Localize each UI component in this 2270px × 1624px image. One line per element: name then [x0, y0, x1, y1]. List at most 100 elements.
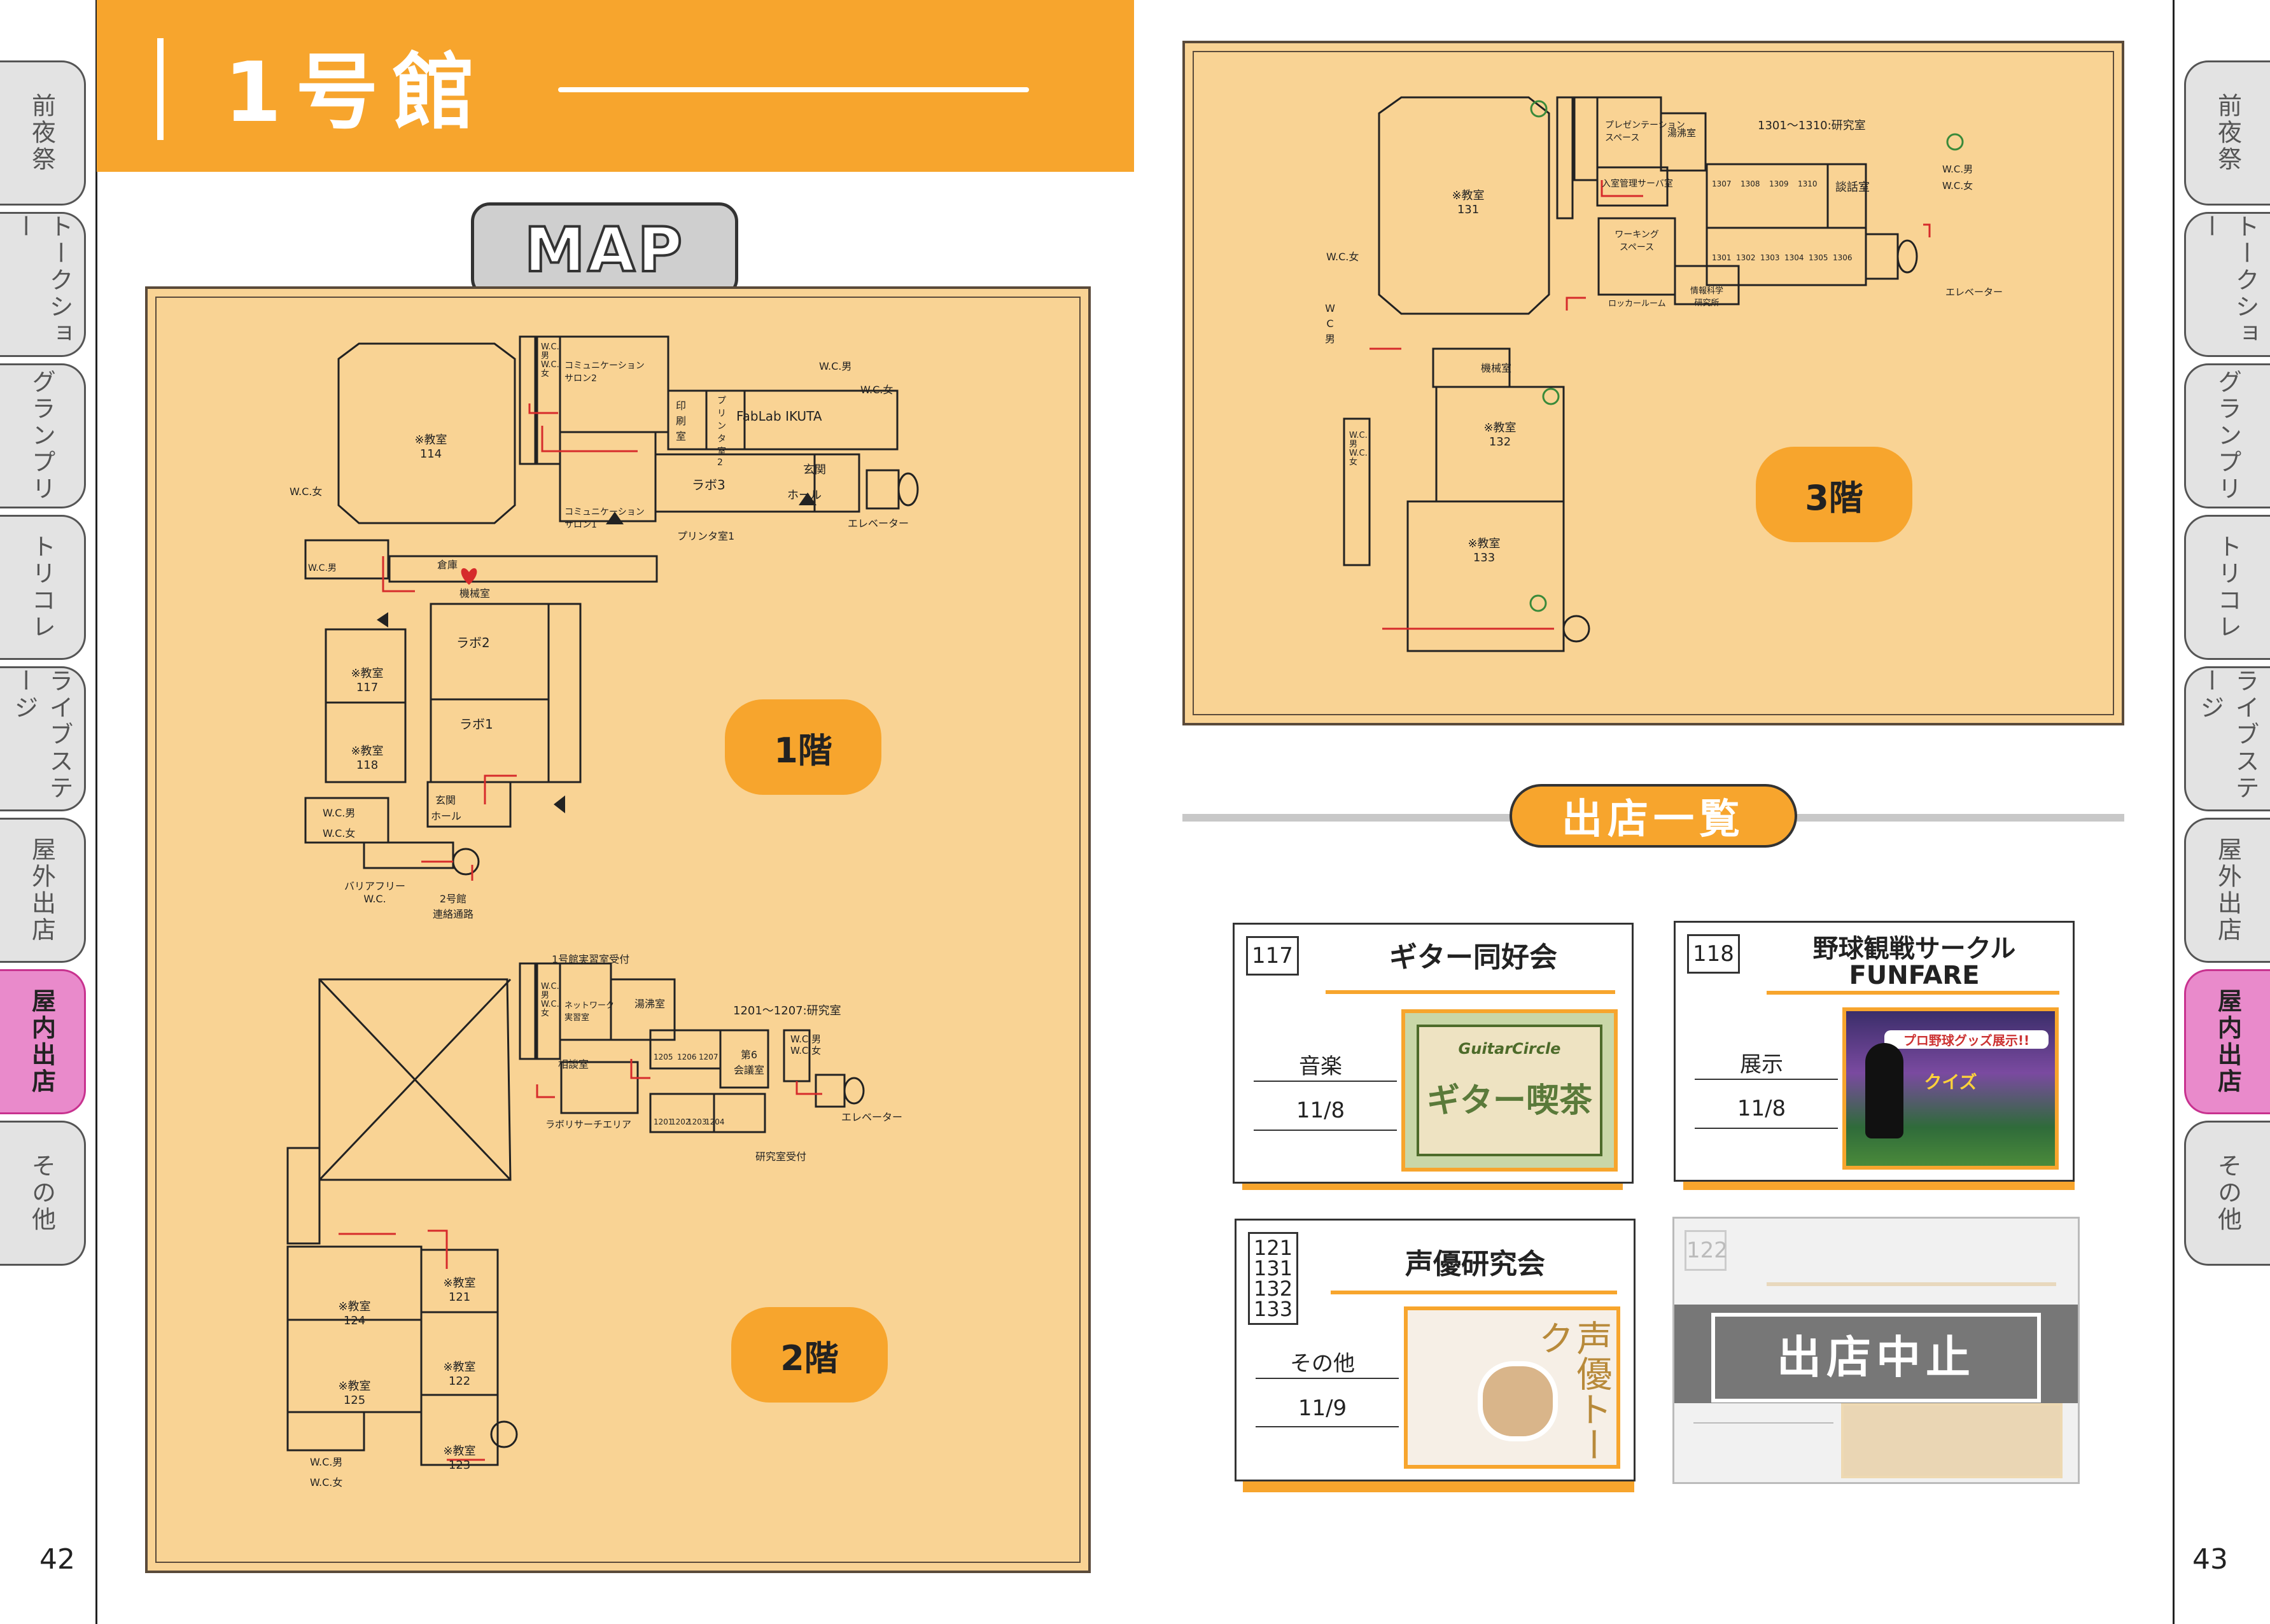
shop-card-guitar[interactable]: 117 ギター同好会 音楽 11/8 GuitarCircle ギター喫茶 [1233, 923, 1634, 1184]
corridor-1 [388, 555, 658, 583]
room-1303-label: 1303 [1760, 253, 1780, 262]
header-rule [558, 87, 1029, 92]
tab-talkshow[interactable]: トークショー [0, 212, 86, 357]
arrow-1 [541, 426, 638, 452]
stair-round-1 [897, 472, 919, 507]
cancel-frame [1711, 1313, 2041, 1403]
tab-label: トリコレ [27, 534, 56, 641]
shop-category: 展示 [1740, 1052, 1783, 1077]
tab-livestage[interactable]: ライブステージ [0, 666, 86, 811]
thumb-title: ギター喫茶 [1426, 1082, 1592, 1120]
lounge-label: 談話室 [1835, 181, 1870, 194]
wc-male-label-2: W.C.男 [308, 563, 337, 573]
tab-grandprix[interactable]: グランプリ [2184, 363, 2270, 508]
wc-female-label-f3: W.C.女 [1326, 251, 1359, 263]
shop-card-cancelled[interactable]: 122 出店中止 [1672, 1217, 2080, 1484]
room-1202-label: 1202 [671, 1117, 690, 1126]
room-number: 122 [1685, 1230, 1728, 1271]
building2-connector-label: 2号館連絡通路 [432, 893, 473, 920]
tab-livestage[interactable]: ライブステージ [2184, 666, 2270, 811]
arrow-15 [1923, 223, 1931, 237]
working-space-label: ワーキングスペース [1615, 230, 1659, 253]
room-1307-label: 1307 [1712, 179, 1732, 188]
lab2-label: ラボ2 [456, 635, 490, 650]
map-label-text: MAP [523, 213, 685, 287]
shop-category: 音楽 [1299, 1054, 1342, 1079]
page-header: 1号館 [97, 0, 1134, 172]
page-number-right: 43 [2192, 1543, 2228, 1576]
tab-indoor-shops[interactable]: 屋内出店 [0, 969, 86, 1114]
thumb-title: 声優トーク [1532, 1320, 1612, 1462]
shop-card-voice-actor[interactable]: 121 131 132 133 声優研究会 その他 11/9 声優トーク [1235, 1219, 1636, 1481]
shop-name-rule [1331, 1291, 1617, 1294]
tab-tricolle[interactable]: トリコレ [0, 515, 86, 660]
stair-round-2 [452, 848, 480, 876]
room-118-outline [325, 701, 407, 783]
tab-zenyasai[interactable]: 前夜祭 [0, 60, 86, 206]
floor3-plan [1343, 96, 1964, 652]
lab-range-label-2: 1201～1207:研究室 [733, 1004, 841, 1018]
wc-block-8 [1343, 417, 1371, 566]
shop-name-rule [1767, 991, 2059, 995]
wc-female-label: W.C.女 [860, 384, 893, 396]
machine-room-label: 機械室 [459, 587, 491, 599]
stair-2 [519, 962, 536, 1060]
room-133-outline [1406, 500, 1565, 652]
thumb-inner [1417, 1025, 1602, 1156]
shop-date: 11/8 [1737, 1096, 1786, 1121]
stair-3 [286, 1147, 321, 1245]
tab-talkshow[interactable]: トークショー [2184, 212, 2270, 357]
lab1-outline [430, 698, 550, 783]
tab-label: 前夜祭 [2213, 93, 2242, 173]
lab3-label: ラボ3 [692, 477, 725, 493]
arrow-3 [528, 403, 558, 414]
tab-others[interactable]: その他 [2184, 1121, 2270, 1266]
arrow-8 [630, 1059, 650, 1079]
heart-icon [461, 568, 477, 585]
presentation-label: プレゼンテーションスペース [1605, 120, 1685, 143]
tab-outdoor-shops[interactable]: 屋外出店 [2184, 818, 2270, 963]
tab-outdoor-shops[interactable]: 屋外出店 [0, 818, 86, 963]
tab-tricolle[interactable]: トリコレ [2184, 515, 2270, 660]
tab-grandprix[interactable]: グランプリ [0, 363, 86, 508]
tab-zenyasai[interactable]: 前夜祭 [2184, 60, 2270, 206]
stair-round-5 [1896, 239, 1918, 274]
thumb-subtitle: クイズ [1924, 1072, 1977, 1093]
wc-vertical-label-f3: W.C.男W.C.女 [1349, 431, 1368, 467]
h-marker-icon-3 [1542, 388, 1560, 405]
elevator-label-2: エレベーター [841, 1111, 903, 1123]
wc-male-label-3: W.C.男 [323, 807, 356, 819]
tab-label: ライブステージ [2196, 668, 2259, 802]
right-gutter-line [2173, 0, 2175, 1624]
arrow-9 [795, 1081, 822, 1095]
triangle-marker-4 [554, 795, 565, 813]
tab-label: 屋外出店 [2213, 837, 2242, 944]
floor2-plan [286, 962, 865, 1466]
shop-thumbnail: GuitarCircle ギター喫茶 [1401, 1009, 1618, 1172]
floor1-badge: 1階 [725, 699, 881, 795]
rooms-1201-1204-outline [649, 1093, 715, 1133]
tab-others[interactable]: その他 [0, 1121, 86, 1266]
printer2-label: プリンタ室2 [717, 396, 726, 468]
tab-label: トリコレ [2213, 534, 2242, 641]
salon2-label: コミュニケーションサロン2 [564, 361, 645, 384]
elevator-outline [865, 469, 900, 510]
triangle-marker-3 [377, 612, 388, 627]
tab-label: トークショー [10, 214, 73, 347]
printer1-label: プリンタ室1 [677, 530, 735, 542]
tab-indoor-shops[interactable]: 屋内出店 [2184, 969, 2270, 1114]
tab-label: 屋内出店 [2213, 988, 2242, 1095]
room-1206-label: 1206 [677, 1053, 697, 1061]
meta-rule [1256, 1378, 1399, 1379]
hall2-label: ホール [431, 810, 462, 822]
room-1308-label: 1308 [1741, 179, 1760, 188]
h-marker-icon-1 [1530, 100, 1548, 118]
